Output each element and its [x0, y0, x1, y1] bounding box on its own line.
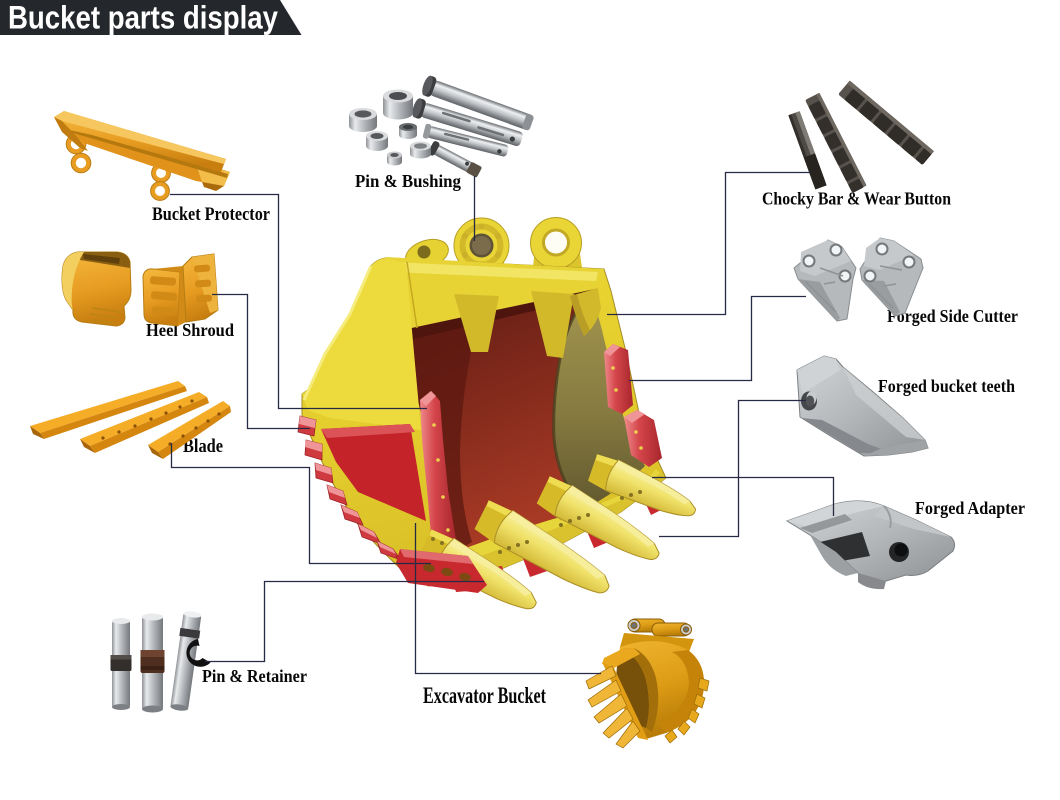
svg-text:Forged Adapter: Forged Adapter	[915, 498, 1025, 518]
svg-text:Pin & Retainer: Pin & Retainer	[202, 666, 307, 686]
svg-text:Chocky Bar & Wear Button: Chocky Bar & Wear Button	[762, 189, 951, 209]
svg-text:Bucket Protector: Bucket Protector	[152, 205, 270, 225]
svg-text:Bucket parts display: Bucket parts display	[8, 0, 278, 36]
svg-text:Pin & Bushing: Pin & Bushing	[355, 171, 461, 191]
svg-text:Blade: Blade	[183, 436, 223, 457]
svg-text:Forged bucket teeth: Forged bucket teeth	[878, 376, 1015, 396]
svg-text:Forged Side Cutter: Forged Side Cutter	[887, 306, 1018, 326]
svg-text:Excavator Bucket: Excavator Bucket	[423, 683, 546, 709]
